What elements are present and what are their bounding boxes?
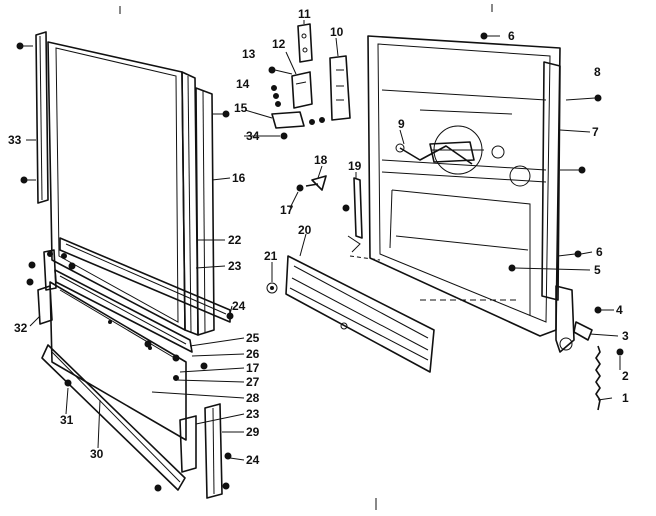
- callout-5: 5: [594, 263, 601, 277]
- vent-duct-20: [285, 255, 435, 373]
- callout-29: 29: [246, 425, 260, 439]
- callout-22: 22: [228, 233, 242, 247]
- screw-13: [268, 66, 293, 75]
- callout-12: 12: [272, 37, 286, 51]
- latch-12: [291, 71, 313, 109]
- callout-labels: 1 2 3 4 5 6 6 7 8 9 10 11 12 13 14 15 16…: [8, 7, 629, 467]
- hinge-assembly: [555, 285, 593, 353]
- washer-21: [266, 282, 278, 294]
- screw-top-left: [16, 42, 33, 50]
- callout-8: 8: [594, 65, 601, 79]
- screw-4: [594, 306, 602, 314]
- bottom-rail-lower: [54, 269, 193, 353]
- side-gasket-strip: [35, 31, 49, 204]
- callout-24b: 24: [246, 453, 260, 467]
- kick-plate: [41, 344, 186, 491]
- lower-side-trim: [179, 415, 197, 473]
- callout-34: 34: [246, 129, 260, 143]
- callout-19: 19: [348, 159, 362, 173]
- callout-6a: 6: [508, 29, 515, 43]
- callout-2: 2: [622, 369, 629, 383]
- callout-3: 3: [622, 329, 629, 343]
- screws-lower-left: [64, 312, 234, 492]
- callout-14: 14: [236, 77, 250, 91]
- screw-set-32: [26, 251, 76, 286]
- callout-9: 9: [398, 117, 405, 131]
- bracket-32: [37, 249, 57, 325]
- callout-24a: 24: [232, 299, 246, 313]
- screw-2: [616, 348, 624, 356]
- callout-20: 20: [298, 223, 312, 237]
- screw-right-mid: [560, 166, 586, 174]
- screw-6-top: [480, 32, 500, 40]
- side-strip-7: [541, 61, 561, 301]
- bracket-10: [329, 55, 351, 121]
- door-spring: [595, 345, 601, 411]
- inner-door-frame: [367, 35, 561, 337]
- callout-23a: 23: [228, 259, 242, 273]
- callout-6b: 6: [596, 245, 603, 259]
- callout-28: 28: [246, 391, 260, 405]
- screw-8: [565, 94, 602, 102]
- screw-mid-left: [20, 176, 36, 184]
- callout-13: 13: [242, 47, 256, 61]
- callout-27: 27: [246, 375, 260, 389]
- callout-32: 32: [14, 321, 28, 335]
- clip-15: [271, 111, 325, 129]
- callout-33: 33: [8, 133, 22, 147]
- wing-nut-18: [305, 175, 327, 191]
- callout-17a: 17: [280, 203, 294, 217]
- callout-16: 16: [232, 171, 246, 185]
- callout-7: 7: [592, 125, 599, 139]
- callout-17b: 17: [246, 361, 260, 375]
- leader-lines: [26, 20, 621, 461]
- side-channel: [195, 87, 215, 336]
- screw-channel: [212, 110, 230, 118]
- callout-15: 15: [234, 101, 248, 115]
- callout-31: 31: [60, 413, 74, 427]
- callout-1: 1: [622, 391, 629, 405]
- screws-14: [271, 85, 281, 107]
- screw-17-upper: [296, 184, 304, 192]
- callout-21: 21: [264, 249, 278, 263]
- callout-23b: 23: [246, 407, 260, 421]
- callout-4: 4: [616, 303, 623, 317]
- screw-5: [508, 264, 516, 272]
- callout-11: 11: [298, 7, 311, 21]
- alignment-line-2: [349, 255, 381, 261]
- callout-26: 26: [246, 347, 260, 361]
- rod-19: [342, 177, 363, 253]
- callout-25: 25: [246, 331, 260, 345]
- bottom-rail-upper: [59, 237, 231, 323]
- dispenser-linkage: [395, 141, 475, 165]
- screw-6-low: [557, 250, 582, 258]
- callout-18: 18: [314, 153, 328, 167]
- callout-10: 10: [330, 25, 344, 39]
- callout-30: 30: [90, 447, 104, 461]
- end-bracket: [204, 403, 223, 499]
- screw-34: [280, 132, 288, 140]
- hinge-plate-11: [297, 23, 313, 63]
